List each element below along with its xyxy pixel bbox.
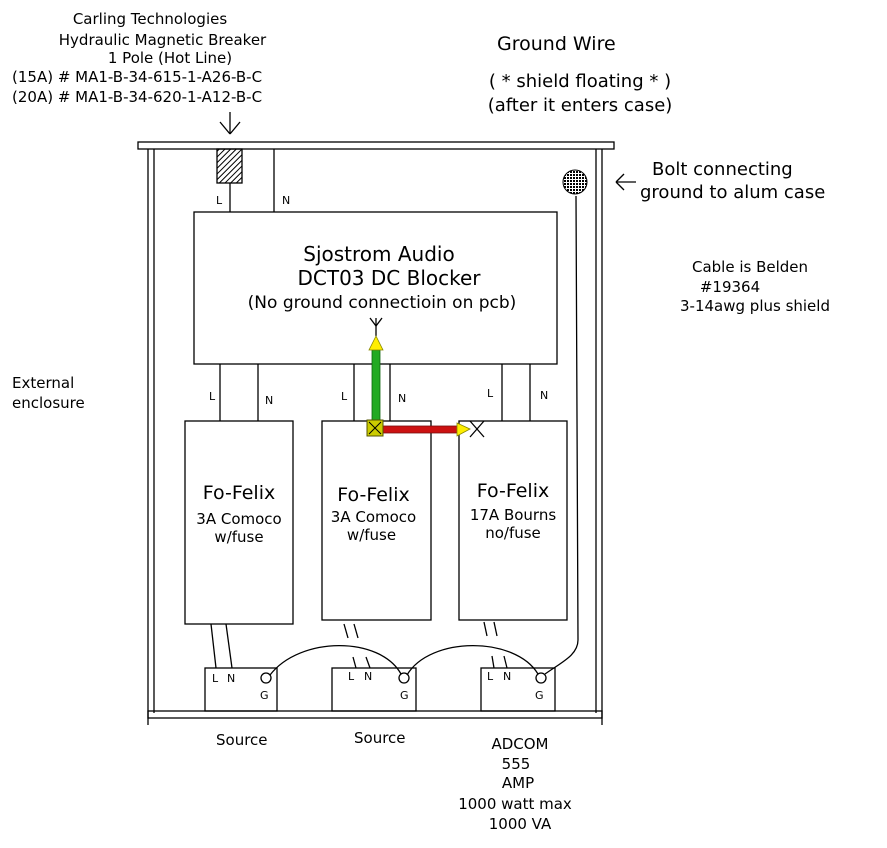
outlet-2-n: N bbox=[364, 670, 373, 683]
enclosure-top-lid bbox=[137, 141, 615, 150]
ground-terminal-2 bbox=[398, 672, 410, 684]
breaker-label-line-3: 1 Pole (Hot Line) bbox=[107, 49, 233, 67]
out2-terminal-l: L bbox=[341, 390, 348, 403]
filter-1-fuse: w/fuse bbox=[214, 528, 264, 546]
blocker-model: DCT03 DC Blocker bbox=[297, 266, 481, 290]
outlet-1-label: Source bbox=[216, 731, 268, 749]
out3-terminal-n: N bbox=[540, 389, 549, 402]
outlet-box-2 bbox=[331, 667, 417, 712]
ground-jumper-1 bbox=[269, 644, 402, 676]
breaker-part-15a: (15A) # MA1-B-34-615-1-A26-B-C bbox=[12, 68, 263, 86]
blocker-title: Sjostrom Audio bbox=[303, 242, 455, 266]
outlet-3-g: G bbox=[535, 689, 544, 702]
out1-terminal-l: L bbox=[209, 390, 216, 403]
bolt-note-line-1: Bolt connecting bbox=[652, 159, 793, 180]
outlet-1-n: N bbox=[227, 672, 236, 685]
filter-2-rating: 3A Comoco bbox=[330, 508, 417, 526]
outlet-3-label-line-1: ADCOM bbox=[491, 735, 549, 753]
bolt-icon bbox=[562, 169, 588, 195]
ground-terminal-1 bbox=[260, 672, 272, 684]
outlet-3-n: N bbox=[503, 670, 512, 683]
outlet-3-label-line-4: 1000 watt max bbox=[458, 795, 572, 813]
breaker-label-line-2: Hydraulic Magnetic Breaker bbox=[58, 31, 267, 49]
outlet-2-label: Source bbox=[354, 729, 406, 747]
ground-wire-note-2: (after it enters case) bbox=[487, 95, 673, 116]
outlet-2-l: L bbox=[348, 670, 355, 683]
out1-terminal-n: N bbox=[265, 394, 274, 407]
out3-terminal-l: L bbox=[487, 387, 494, 400]
cable-note-line-2: #19364 bbox=[699, 278, 761, 296]
ucs-axis-icon bbox=[366, 335, 471, 437]
breaker-arrow bbox=[219, 112, 241, 135]
filter-3-rating: 17A Bourns bbox=[469, 506, 557, 524]
ground-terminal-3 bbox=[535, 672, 547, 684]
filter-1-name: Fo-Felix bbox=[202, 482, 276, 504]
ground-jumper-2 bbox=[406, 644, 539, 676]
outlet-2-g: G bbox=[400, 689, 409, 702]
ground-wire-title: Ground Wire bbox=[497, 33, 616, 55]
cable-note-line-1: Cable is Belden bbox=[691, 258, 809, 276]
enclosure-label-line-1: External bbox=[12, 374, 75, 392]
filter-box-3 bbox=[458, 420, 568, 621]
blocker-note: (No ground connectioin on pcb) bbox=[247, 293, 517, 313]
filter-2-name: Fo-Felix bbox=[337, 484, 410, 506]
outlet-box-1 bbox=[204, 667, 278, 712]
bolt-arrow bbox=[615, 173, 636, 191]
filter-box-1 bbox=[184, 420, 294, 625]
enclosure-label-line-2: enclosure bbox=[12, 394, 85, 412]
outlet-3-label-line-3: AMP bbox=[501, 774, 535, 792]
ground-wire-note-1: ( * shield floating * ) bbox=[488, 71, 672, 92]
filter-1-rating: 3A Comoco bbox=[196, 510, 282, 528]
outlet-3-label-line-5: 1000 VA bbox=[488, 815, 552, 833]
enclosure-bottom bbox=[147, 710, 603, 719]
breaker-body bbox=[216, 148, 243, 184]
outlet-box-3 bbox=[480, 667, 556, 712]
filter-2-fuse: w/fuse bbox=[346, 526, 397, 544]
ground-wire bbox=[544, 195, 579, 675]
filter-3-fuse: no/fuse bbox=[485, 524, 541, 542]
out2-terminal-n: N bbox=[398, 392, 407, 405]
breaker-part-20a: (20A) # MA1-B-34-620-1-A12-B-C bbox=[12, 88, 263, 106]
breaker-terminal-n: N bbox=[282, 194, 291, 207]
cable-note-line-3: 3-14awg plus shield bbox=[680, 297, 830, 315]
outlet-1-g: G bbox=[260, 689, 269, 702]
filter-3-name: Fo-Felix bbox=[476, 480, 550, 502]
outlet-3-label-line-2: 555 bbox=[501, 755, 531, 773]
breaker-label-line-1: Carling Technologies bbox=[72, 10, 228, 28]
outlet-1-l: L bbox=[212, 672, 219, 685]
breaker-terminal-l: L bbox=[216, 194, 223, 207]
outlet-3-l: L bbox=[487, 670, 494, 683]
bolt-note-line-2: ground to alum case bbox=[640, 182, 826, 203]
